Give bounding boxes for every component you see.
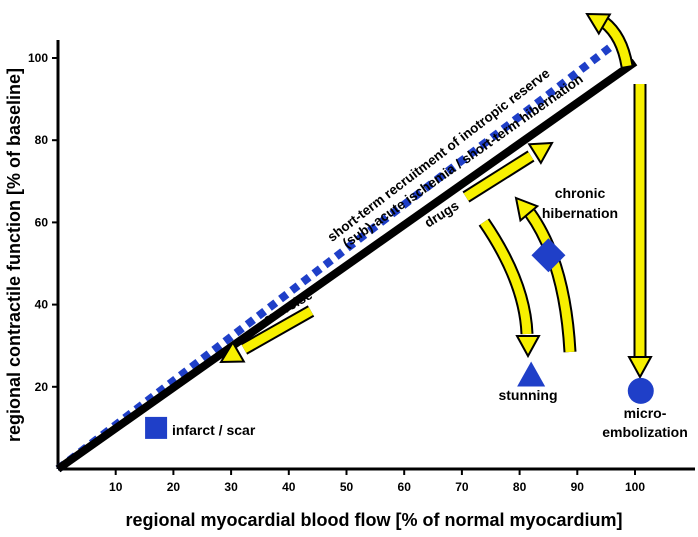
infarct-scar-marker <box>145 416 168 439</box>
micro-label-line2: embolization <box>602 424 688 440</box>
stunning-marker <box>517 361 546 387</box>
micro-embolization-marker <box>627 377 654 404</box>
solid-series-line <box>55 58 638 473</box>
x-tick-label: 50 <box>340 480 354 494</box>
y-tick-label: 40 <box>35 298 49 312</box>
micro-arrow-head <box>627 356 653 380</box>
x-ticks: 10 20 30 40 50 60 70 80 90 100 <box>109 469 645 494</box>
x-tick-label: 40 <box>282 480 296 494</box>
stunning-arrow-head <box>515 335 541 359</box>
micro-label-line1: micro- <box>624 405 667 421</box>
recruit-arrow-body <box>601 18 632 67</box>
x-tick-label: 20 <box>167 480 181 494</box>
yellow-arrows <box>219 12 653 380</box>
y-ticks: 20 40 60 80 100 <box>28 51 58 394</box>
y-tick-label: 60 <box>35 215 49 229</box>
chronic-label-line1: chronic <box>555 185 606 201</box>
infarct-label: infarct / scar <box>172 422 256 438</box>
solid-line-label: (sub)-acute ischemia / short-term hibern… <box>340 71 586 251</box>
chronic-arrow-body <box>526 210 575 353</box>
x-tick-label: 60 <box>398 480 412 494</box>
drugs-arrow-head <box>527 141 554 165</box>
stunning-label: stunning <box>498 387 557 403</box>
drugs-arrow-body <box>463 152 534 201</box>
x-axis-title: regional myocardial blood flow [% of nor… <box>125 510 622 530</box>
stunning-arrow-body <box>480 219 532 335</box>
x-tick-label: 100 <box>625 480 645 494</box>
exercise-arrow-body <box>241 307 314 353</box>
chronic-label-line2: hibernation <box>542 205 618 221</box>
x-tick-label: 30 <box>224 480 238 494</box>
x-tick-label: 70 <box>455 480 469 494</box>
y-tick-label: 100 <box>28 51 48 65</box>
x-tick-label: 80 <box>513 480 527 494</box>
axes <box>56 40 695 471</box>
exercise-arrow-head <box>219 340 246 364</box>
markers <box>145 238 654 439</box>
y-tick-label: 80 <box>35 133 49 147</box>
series-lines <box>55 38 638 473</box>
chronic-hibernation-marker <box>531 238 566 273</box>
recruit-arrow-head <box>585 12 612 36</box>
x-tick-label: 10 <box>109 480 123 494</box>
chronic-arrow-head <box>514 196 540 223</box>
dotted-series-line <box>55 38 621 473</box>
y-tick-label: 20 <box>35 380 49 394</box>
x-tick-label: 90 <box>571 480 585 494</box>
y-axis-title: regional contractile function [% of base… <box>4 68 24 442</box>
